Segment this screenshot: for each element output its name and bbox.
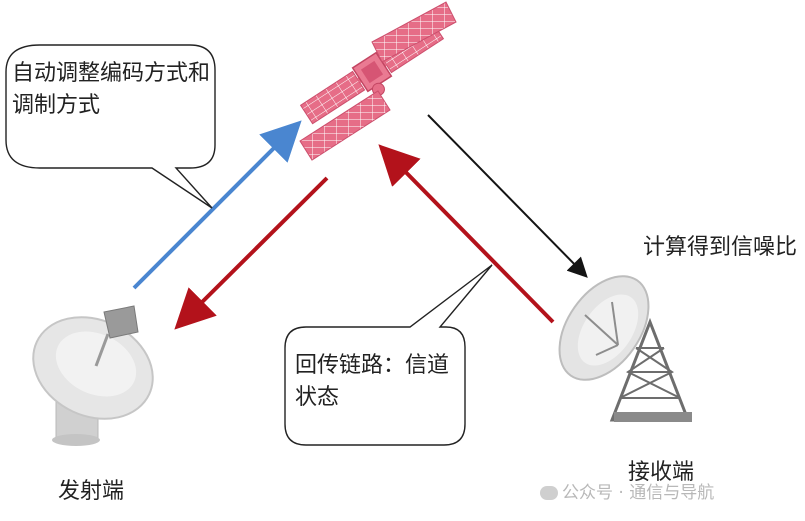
satellite-icon (264, 2, 480, 142)
callout-text-feedback: 回传链路：信道状态 (295, 353, 450, 410)
receive-dish-icon (558, 275, 692, 422)
downlink-arrow (427, 114, 588, 278)
transmit-dish-icon (32, 305, 154, 446)
callout-text-sender: 自动调整编码方式和调制方式 (12, 61, 211, 118)
transmitter-label: 发射端 (58, 479, 125, 504)
watermark-text: 公众号 · 通信与导航 (562, 483, 715, 503)
satellite-panel-left-icon (299, 90, 391, 161)
satellite-panel-right-icon (371, 1, 457, 63)
watermark: 公众号 · 通信与导航 (540, 478, 714, 503)
feedback-arrow-to-transmitter (174, 176, 329, 330)
feedback-arrow-to-satellite (378, 144, 555, 324)
receiver-label: 接收端 (628, 460, 695, 485)
callout-bubble-sender (5, 44, 216, 209)
receiver-action-text: 计算得到信噪比 (642, 235, 797, 260)
wechat-icon (540, 486, 558, 500)
callout-bubble-feedback (284, 264, 493, 446)
uplink-arrow (132, 120, 302, 290)
